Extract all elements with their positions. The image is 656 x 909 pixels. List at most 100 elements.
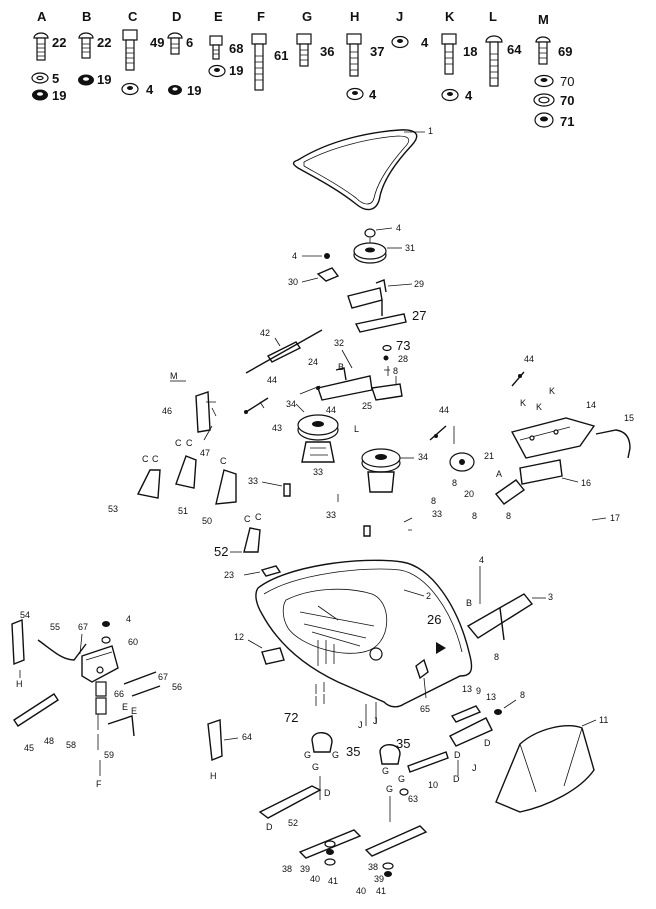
callout-58: 58 xyxy=(66,740,76,750)
key-letter-c: C xyxy=(128,9,138,24)
drive-belt: 1 xyxy=(292,126,433,211)
callout-26: 26 xyxy=(427,612,441,627)
key-a-qty-3: 19 xyxy=(52,88,66,103)
callout-8-right-4: 8 xyxy=(506,511,511,521)
key-b-qty-2: 19 xyxy=(97,72,111,87)
mark-h-left: H xyxy=(16,679,23,689)
hex-bolt-icon xyxy=(346,33,362,77)
callout-67-right: 67 xyxy=(158,672,168,682)
mark-f: F xyxy=(96,779,102,789)
callout-33-pulley-left: 33 xyxy=(313,467,323,477)
key-letter-j: J xyxy=(396,9,403,24)
mark-e-1: E xyxy=(122,702,128,712)
hex-nut-icon xyxy=(168,85,182,95)
mark-k-2: K xyxy=(536,402,542,412)
key-letter-e: E xyxy=(214,9,223,24)
callout-40-right: 40 xyxy=(356,886,366,896)
callout-72: 72 xyxy=(284,710,298,725)
callout-28: 28 xyxy=(398,354,408,364)
key-m-qty-1: 69 xyxy=(558,44,572,59)
callout-33-mid: 33 xyxy=(326,510,336,520)
callout-4-lift: 4 xyxy=(126,614,131,624)
callout-43: 43 xyxy=(272,423,282,433)
callout-56: 56 xyxy=(172,682,182,692)
mark-k-3: K xyxy=(549,386,555,396)
callout-44-mid-right: 44 xyxy=(439,405,449,415)
mark-c-3: C xyxy=(175,438,182,448)
mark-g-6: G xyxy=(386,784,393,794)
callout-41-left: 41 xyxy=(328,876,338,886)
callout-11: 11 xyxy=(599,715,608,725)
lock-washer-icon xyxy=(534,74,554,88)
mark-g-2: G xyxy=(332,750,339,760)
callout-64: 64 xyxy=(242,732,252,742)
callout-40-left: 40 xyxy=(310,874,320,884)
hex-nut-icon xyxy=(121,82,139,96)
key-a-qty-2: 5 xyxy=(52,71,59,86)
key-letter-k: K xyxy=(445,9,455,24)
callout-39-right: 39 xyxy=(374,874,384,884)
carriage-bolt-icon xyxy=(167,32,183,55)
key-e-qty-2: 19 xyxy=(229,63,243,78)
callout-51: 51 xyxy=(178,506,188,516)
key-b-qty-1: 22 xyxy=(97,35,111,50)
mark-c-2: C xyxy=(152,454,159,464)
callout-20: 20 xyxy=(464,489,474,499)
key-m-qty-2: 70 xyxy=(560,74,574,89)
lift-linkage-group: 54 H 55 67 4 60 57 66 67 56 E E 58 59 F … xyxy=(11,610,182,789)
callout-1: 1 xyxy=(428,126,433,136)
callout-53: 53 xyxy=(108,504,118,514)
hex-nut-icon xyxy=(346,87,364,101)
carriage-bolt-icon xyxy=(33,32,49,61)
mark-j-1: J xyxy=(358,720,363,730)
mark-b-deck: B xyxy=(466,598,472,608)
callout-8-right-1: 8 xyxy=(452,478,457,488)
key-g-qty-1: 36 xyxy=(320,44,334,59)
hex-nut-icon xyxy=(534,112,554,128)
key-k-qty-2: 4 xyxy=(465,88,473,103)
callout-24: 24 xyxy=(308,357,318,367)
callout-52: 52 xyxy=(214,544,228,559)
key-letter-f: F xyxy=(257,9,265,24)
callout-8-right-2: 8 xyxy=(431,496,436,506)
callout-38-right: 38 xyxy=(368,862,378,872)
key-letter-g: G xyxy=(302,9,312,24)
hex-bolt-icon xyxy=(441,33,457,75)
callout-8-center: 8 xyxy=(393,366,398,376)
mower-deck: 2 26 65 12 4 B 3 8 xyxy=(234,555,553,714)
mark-h-bottom: H xyxy=(210,771,217,781)
key-letter-m: M xyxy=(538,12,549,27)
idler-pulley-assembly: 4 31 4 30 29 27 xyxy=(288,223,426,333)
key-letter-h: H xyxy=(350,9,359,24)
callout-3: 3 xyxy=(548,592,553,602)
mark-a: A xyxy=(496,469,502,479)
mark-c-5: C xyxy=(220,456,227,466)
control-cable: 42 xyxy=(245,328,323,374)
callout-8-lower: 8 xyxy=(520,690,525,700)
callout-23: 23 xyxy=(224,570,234,580)
callout-73: 73 xyxy=(396,338,410,353)
key-d-qty-1: 6 xyxy=(186,35,193,50)
mark-g-5: G xyxy=(398,774,405,784)
mark-d-4: D xyxy=(484,738,491,748)
key-letter-a: A xyxy=(37,9,47,24)
mark-e-2: E xyxy=(131,706,137,716)
key-m-qty-4: 71 xyxy=(560,114,574,129)
carriage-bolt-icon xyxy=(535,36,551,65)
mark-c-6: C xyxy=(244,514,251,524)
hex-nut-icon xyxy=(32,89,48,101)
hex-bolt-icon xyxy=(251,33,267,91)
hex-nut-icon xyxy=(391,35,409,49)
mark-l: L xyxy=(354,424,359,434)
key-letter-d: D xyxy=(172,9,181,24)
mark-c-7: C xyxy=(255,512,262,522)
callout-32: 32 xyxy=(334,338,344,348)
callout-13-right: 13 xyxy=(486,692,496,702)
spindle-blade-group: 64 H 72 G G G D J J 35 35 G G G 63 10 13… xyxy=(207,682,608,896)
mark-j-3: J xyxy=(472,763,477,773)
callout-63: 63 xyxy=(408,794,418,804)
carriage-bolt-icon xyxy=(485,35,503,87)
mark-d-3: D xyxy=(454,750,461,760)
mark-g-1: G xyxy=(304,750,311,760)
